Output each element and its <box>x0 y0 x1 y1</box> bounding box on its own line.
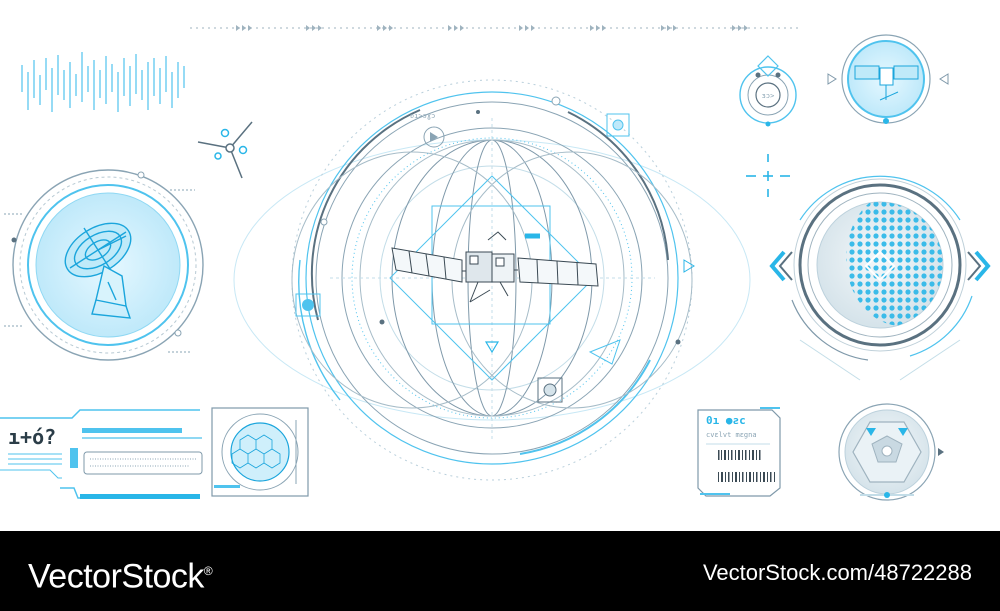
scope-code: ɜɔ> <box>762 92 775 100</box>
honeycomb-scope <box>211 407 309 497</box>
badge-sub: cvɛlvt mɛgna <box>706 431 757 439</box>
globe-icon <box>846 202 943 326</box>
globe-scope <box>769 175 991 381</box>
barcode <box>718 450 775 482</box>
radar-scope <box>4 169 204 361</box>
badge-label: 0ı ●ƨc <box>706 414 746 427</box>
central-scope: ʚı>ɔɣɔ <box>233 79 751 481</box>
brand-logo: VectorStock® <box>28 557 213 596</box>
hexagon-icon <box>852 421 922 483</box>
radar-dish-icon <box>64 222 132 319</box>
compass-scope: ɜɔ> <box>739 55 797 127</box>
crosshair-icon <box>746 154 790 197</box>
top-arrow-track <box>190 25 800 31</box>
hud-interface: ʚı>ɔɣɔ ɜɔ> <box>0 25 991 501</box>
id-badge: 0ı ●ƨc cvɛlvt mɛgna <box>697 407 781 497</box>
node-icon <box>197 121 253 179</box>
image-id: VectorStock.com/48722288 <box>702 560 972 585</box>
hexagon-scope <box>838 403 944 501</box>
info-panel: ı+ó? <box>0 409 203 499</box>
satellite-icon <box>391 231 599 303</box>
watermark-bar: VectorStock® VectorStock.com/48722288 <box>0 531 1000 611</box>
panel-label: ı+ó? <box>8 425 56 449</box>
signal-bars <box>21 52 185 112</box>
micro-code: ʚı>ɔɣɔ <box>410 112 435 120</box>
satellite-thumbnail <box>827 34 949 124</box>
